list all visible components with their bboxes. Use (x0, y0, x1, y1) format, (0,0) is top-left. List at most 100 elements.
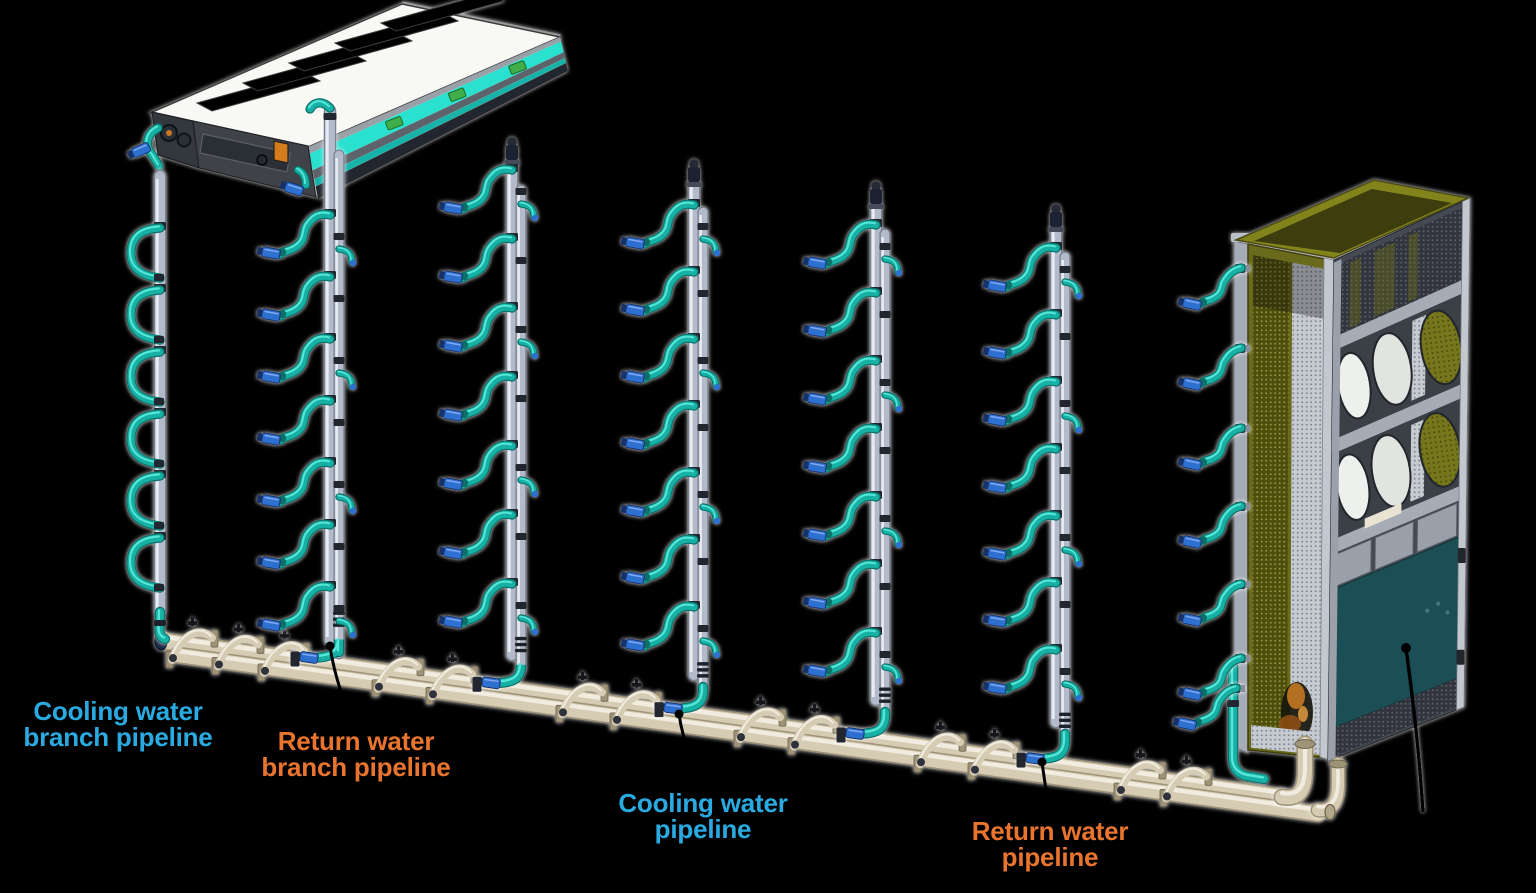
drop-ribbed-collar (1059, 718, 1071, 722)
branch-hose-highlight (460, 442, 513, 485)
hose-connector-shine (990, 683, 1005, 688)
hose-connector-shine (990, 482, 1005, 487)
cabinet-frame-strip (1328, 259, 1342, 761)
hose-connector-shine (264, 372, 279, 377)
hose-connector (895, 541, 903, 549)
riser-collar (333, 419, 345, 426)
branch-hose (1003, 578, 1060, 626)
hose-connector (620, 303, 645, 317)
hose-connector (807, 256, 827, 270)
valve-handle (283, 629, 286, 639)
drop-flange (654, 702, 664, 718)
drop-flange (1016, 752, 1026, 768)
hose-connector (279, 181, 304, 197)
hose-connector (807, 528, 827, 542)
valve-body (261, 666, 269, 675)
hose-connector-tip (1177, 457, 1184, 466)
hose-connector (438, 339, 463, 353)
mesh-shadow (1252, 255, 1326, 319)
hose-connector (126, 142, 151, 160)
branch-drop-pipe-highlight (157, 609, 166, 639)
branch-hose (823, 220, 880, 268)
drop-ribbed-collar (879, 699, 891, 703)
hose-connector-tip (256, 246, 263, 256)
tray-side-band (315, 62, 568, 200)
hose-connector (807, 392, 827, 406)
riser-collar (879, 243, 891, 250)
hose-connector (982, 547, 1007, 561)
pump-orange-body (1287, 683, 1305, 709)
riser-collar (333, 233, 345, 240)
hose-connector-tip (982, 614, 989, 624)
hose-connector (1182, 687, 1202, 701)
cabinet-branch-hose (1198, 580, 1245, 623)
hose-connector (531, 628, 539, 636)
hose-connector-tip (620, 370, 627, 380)
valve-crossover-highlight (614, 691, 656, 721)
pump-orange-body (1279, 715, 1301, 733)
branch-hose-highlight (824, 357, 877, 400)
hose-connector (982, 480, 1007, 494)
hose-connector (531, 352, 539, 360)
hose-connector-shine (628, 238, 643, 243)
hose-connector (1182, 613, 1202, 627)
hose-connector-shine (810, 462, 825, 467)
riser-cap-knob (871, 181, 881, 191)
hose-fitting (1245, 503, 1250, 510)
drop-flange (290, 651, 300, 667)
tray-side-band (312, 52, 565, 180)
branch-hose-highlight (278, 273, 331, 316)
branch-hose (277, 396, 334, 444)
hose-connector-shine (628, 372, 643, 377)
front-pipe-elbow-highlight (883, 664, 898, 680)
riser-cap-collar (686, 182, 702, 187)
hose-connector (438, 615, 463, 629)
riser-collar (154, 274, 164, 281)
hose-fitting (1245, 265, 1250, 272)
branch-hose-highlight (460, 373, 513, 416)
riser-collar (333, 481, 345, 488)
hose-connector-shine (810, 598, 825, 603)
hose-connector (443, 201, 463, 215)
hose-connector (620, 571, 645, 585)
valve-crossover-highlight (1118, 761, 1160, 792)
hose-connector-tip (802, 324, 809, 334)
hose-connector (987, 480, 1007, 494)
riser-collar (154, 584, 164, 591)
branch-hose-loop-highlight (128, 411, 161, 464)
drop-ribbed-collar (515, 642, 527, 647)
hose-connector-tip (1172, 717, 1179, 726)
front-pipe-elbow-highlight (519, 339, 534, 355)
hose-connector (261, 618, 281, 632)
cdu-cabinet (1227, 179, 1471, 821)
branch-hose-highlight (1004, 244, 1057, 287)
hose-connector-shine (990, 348, 1005, 353)
hose-connector-shine (264, 248, 279, 253)
tray-indicator-block (385, 116, 404, 131)
tray-coupling-orange-core (166, 130, 172, 136)
hose-connector-tip (620, 638, 627, 648)
branch-hose-highlight (642, 402, 695, 445)
hose-connector (625, 504, 645, 518)
branch-hose-highlight (642, 335, 695, 378)
riser-collar (879, 651, 891, 658)
hose-connector-shine (810, 326, 825, 331)
hose-connector (620, 504, 645, 518)
valve-handle (939, 721, 942, 731)
valve-handle (191, 617, 194, 627)
riser-collar (697, 558, 709, 565)
drop-flange (836, 727, 846, 743)
front-pipe-elbow-highlight (337, 246, 352, 262)
hose-connector (625, 370, 645, 384)
hose-connector (895, 269, 903, 277)
leader-line (677, 713, 700, 787)
leader-line (1040, 761, 1052, 815)
riser-collar (1059, 668, 1071, 675)
hose-connector-shine (264, 496, 279, 501)
branch-hose-highlight (1004, 378, 1057, 421)
hose-connector (620, 236, 645, 250)
hose-connector-tip (438, 270, 445, 280)
branch-hose-highlight (1004, 646, 1057, 689)
tray-side-band (314, 58, 567, 187)
